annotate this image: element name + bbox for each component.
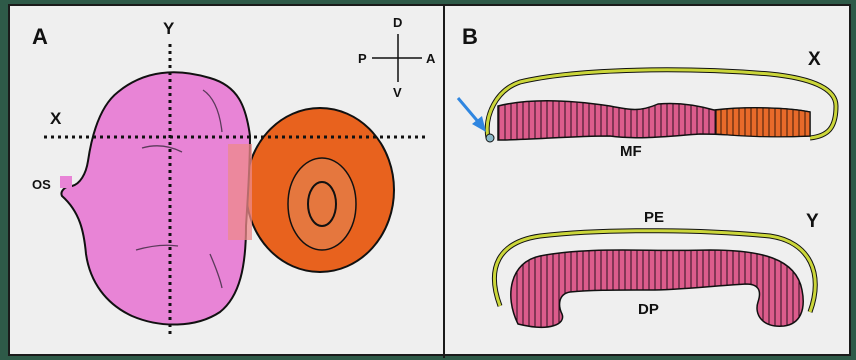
compass-dorsal: D [393, 16, 402, 29]
x-section-band-orange [716, 108, 810, 137]
dp-label: DP [638, 302, 659, 317]
axis-x-label: X [50, 110, 61, 127]
orange-ring-outer [288, 158, 356, 250]
compass-ventral: V [393, 86, 402, 99]
panel-b-label: B [462, 26, 478, 48]
compass-posterior: P [358, 52, 367, 65]
pe-label: PE [644, 210, 664, 225]
compass-anterior: A [426, 52, 435, 65]
axis-y-label: Y [163, 20, 174, 37]
panel-a-label: A [32, 26, 48, 48]
os-stalk [60, 176, 72, 188]
figure-frame: A Y X OS D V P A B X Y MF PE DP [8, 4, 851, 356]
section-x-label: X [808, 50, 821, 69]
arrow-target [486, 134, 494, 142]
os-label: OS [32, 178, 51, 191]
blue-arrow-shaft [458, 98, 480, 124]
section-y-label: Y [806, 212, 819, 231]
mf-label: MF [620, 144, 642, 159]
overlap-blend [228, 144, 252, 240]
